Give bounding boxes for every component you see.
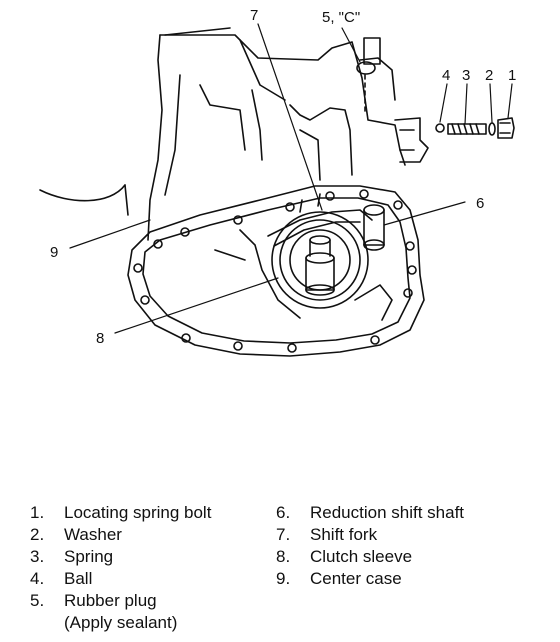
legend-text: Shift fork (310, 525, 378, 544)
flange-bolt-holes (133, 189, 417, 353)
transfer-case-diagram: 1 2 3 4 5, "C" 6 7 8 9 (39, 7, 516, 357)
callout-3: 3 (462, 67, 470, 84)
legend-item-1: 1. Locating spring bolt (30, 502, 270, 524)
ball-part (435, 123, 445, 133)
callout-1: 1 (508, 67, 516, 84)
callout-7: 7 (250, 7, 258, 24)
legend-text: Center case (310, 569, 402, 588)
legend-text: Ball (64, 569, 93, 588)
legend-text: Rubber plug (64, 591, 157, 610)
legend-number: 7. (276, 525, 291, 544)
legend-item-9: 9. Center case (276, 568, 546, 590)
legend-right-column: 6. Reduction shift shaft 7. Shift fork 8… (276, 502, 546, 590)
legend-text: Washer (64, 525, 122, 544)
locating-spring-assembly (394, 117, 515, 163)
callout-9: 9 (50, 244, 58, 261)
callout-4: 4 (442, 67, 450, 84)
callout-labels: 1 2 3 4 5, "C" 6 7 8 9 (50, 7, 516, 347)
clutch-sleeve (271, 211, 369, 309)
legend-number: 6. (276, 503, 291, 522)
callout-5: 5, "C" (322, 9, 360, 26)
legend-number: 3. (30, 547, 45, 566)
legend-number: 5. (30, 591, 45, 610)
legend-text: Reduction shift shaft (310, 503, 465, 522)
legend-item-8: 8. Clutch sleeve (276, 546, 546, 568)
washer-part (488, 122, 496, 136)
callout-8: 8 (96, 330, 104, 347)
upper-housing (147, 27, 406, 241)
rubber-plug (356, 37, 381, 116)
legend-number: 4. (30, 569, 45, 588)
legend-number: 2. (30, 525, 45, 544)
reduction-shift-shaft (363, 204, 385, 251)
callout-6: 6 (476, 195, 484, 212)
legend-text: Spring (64, 547, 114, 566)
legend-text: Clutch sleeve (310, 547, 413, 566)
legend-number: 9. (276, 569, 291, 588)
leader-lines (69, 23, 513, 334)
legend-number: 8. (276, 547, 291, 566)
center-case-flange (127, 185, 425, 357)
legend-item-4: 4. Ball (30, 568, 270, 590)
legend-note-sealant: (Apply sealant) (64, 613, 178, 632)
spring-part (447, 123, 487, 135)
legend-text: Locating spring bolt (64, 503, 212, 522)
legend-item-5: 5. Rubber plug (30, 590, 270, 612)
legend-item-2: 2. Washer (30, 524, 270, 546)
legend-number: 1. (30, 503, 45, 522)
legend-item-3: 3. Spring (30, 546, 270, 568)
callout-2: 2 (485, 67, 493, 84)
legend-left-column: 1. Locating spring bolt 2. Washer 3. Spr… (30, 502, 270, 634)
legend-item-6: 6. Reduction shift shaft (276, 502, 546, 524)
bolt-part (497, 117, 515, 139)
legend-item-7: 7. Shift fork (276, 524, 546, 546)
